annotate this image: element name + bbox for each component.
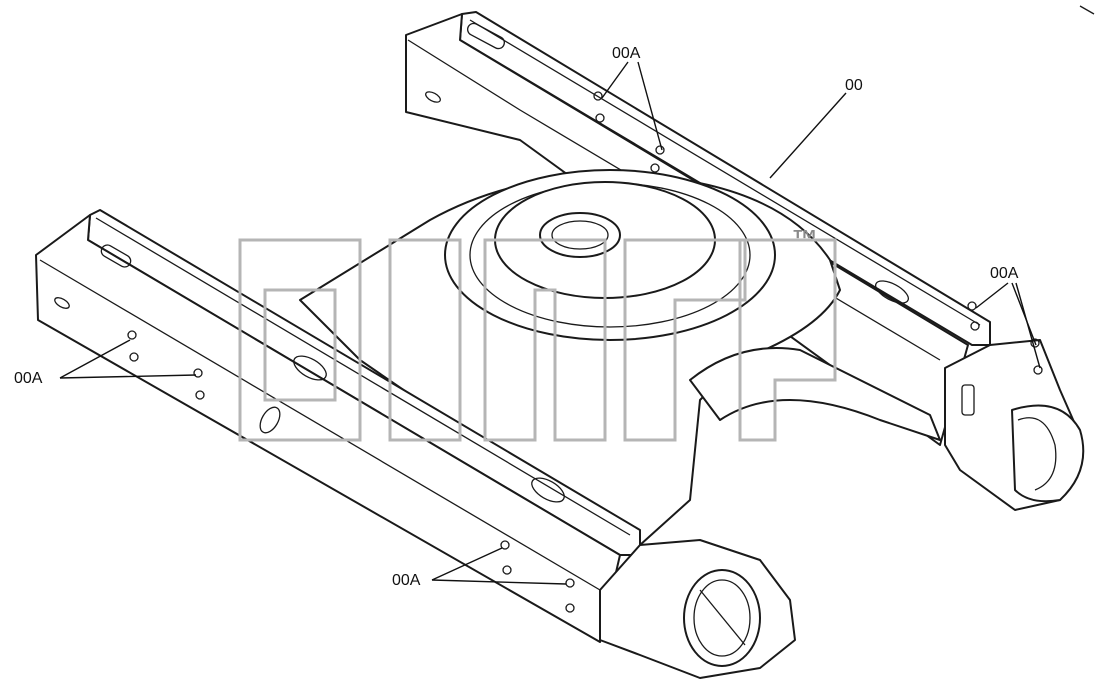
center-body xyxy=(299,169,941,546)
bolt-label-left: 00A xyxy=(14,370,43,387)
callout-bolt-bottom: 00A xyxy=(392,547,567,589)
front-end-housing xyxy=(599,539,796,679)
watermark-logo: ™ xyxy=(238,224,837,442)
bolt-holes xyxy=(127,91,1043,613)
callout-frame: 00 xyxy=(769,77,863,179)
watermark-trademark: ™ xyxy=(792,224,818,254)
callout-bolt-right: 00A xyxy=(975,265,1041,369)
corner-mark xyxy=(1079,5,1095,15)
bolt-label-bottom: 00A xyxy=(392,572,421,589)
callout-bolt-left: 00A xyxy=(14,339,197,387)
frame-label: 00 xyxy=(845,77,863,94)
right-end-housing xyxy=(944,339,1085,511)
bolt-label-right: 00A xyxy=(990,265,1019,282)
left-side-rail xyxy=(35,209,641,643)
bolt-label-top: 00A xyxy=(612,45,641,62)
callout-bolt-top: 00A xyxy=(601,45,663,151)
